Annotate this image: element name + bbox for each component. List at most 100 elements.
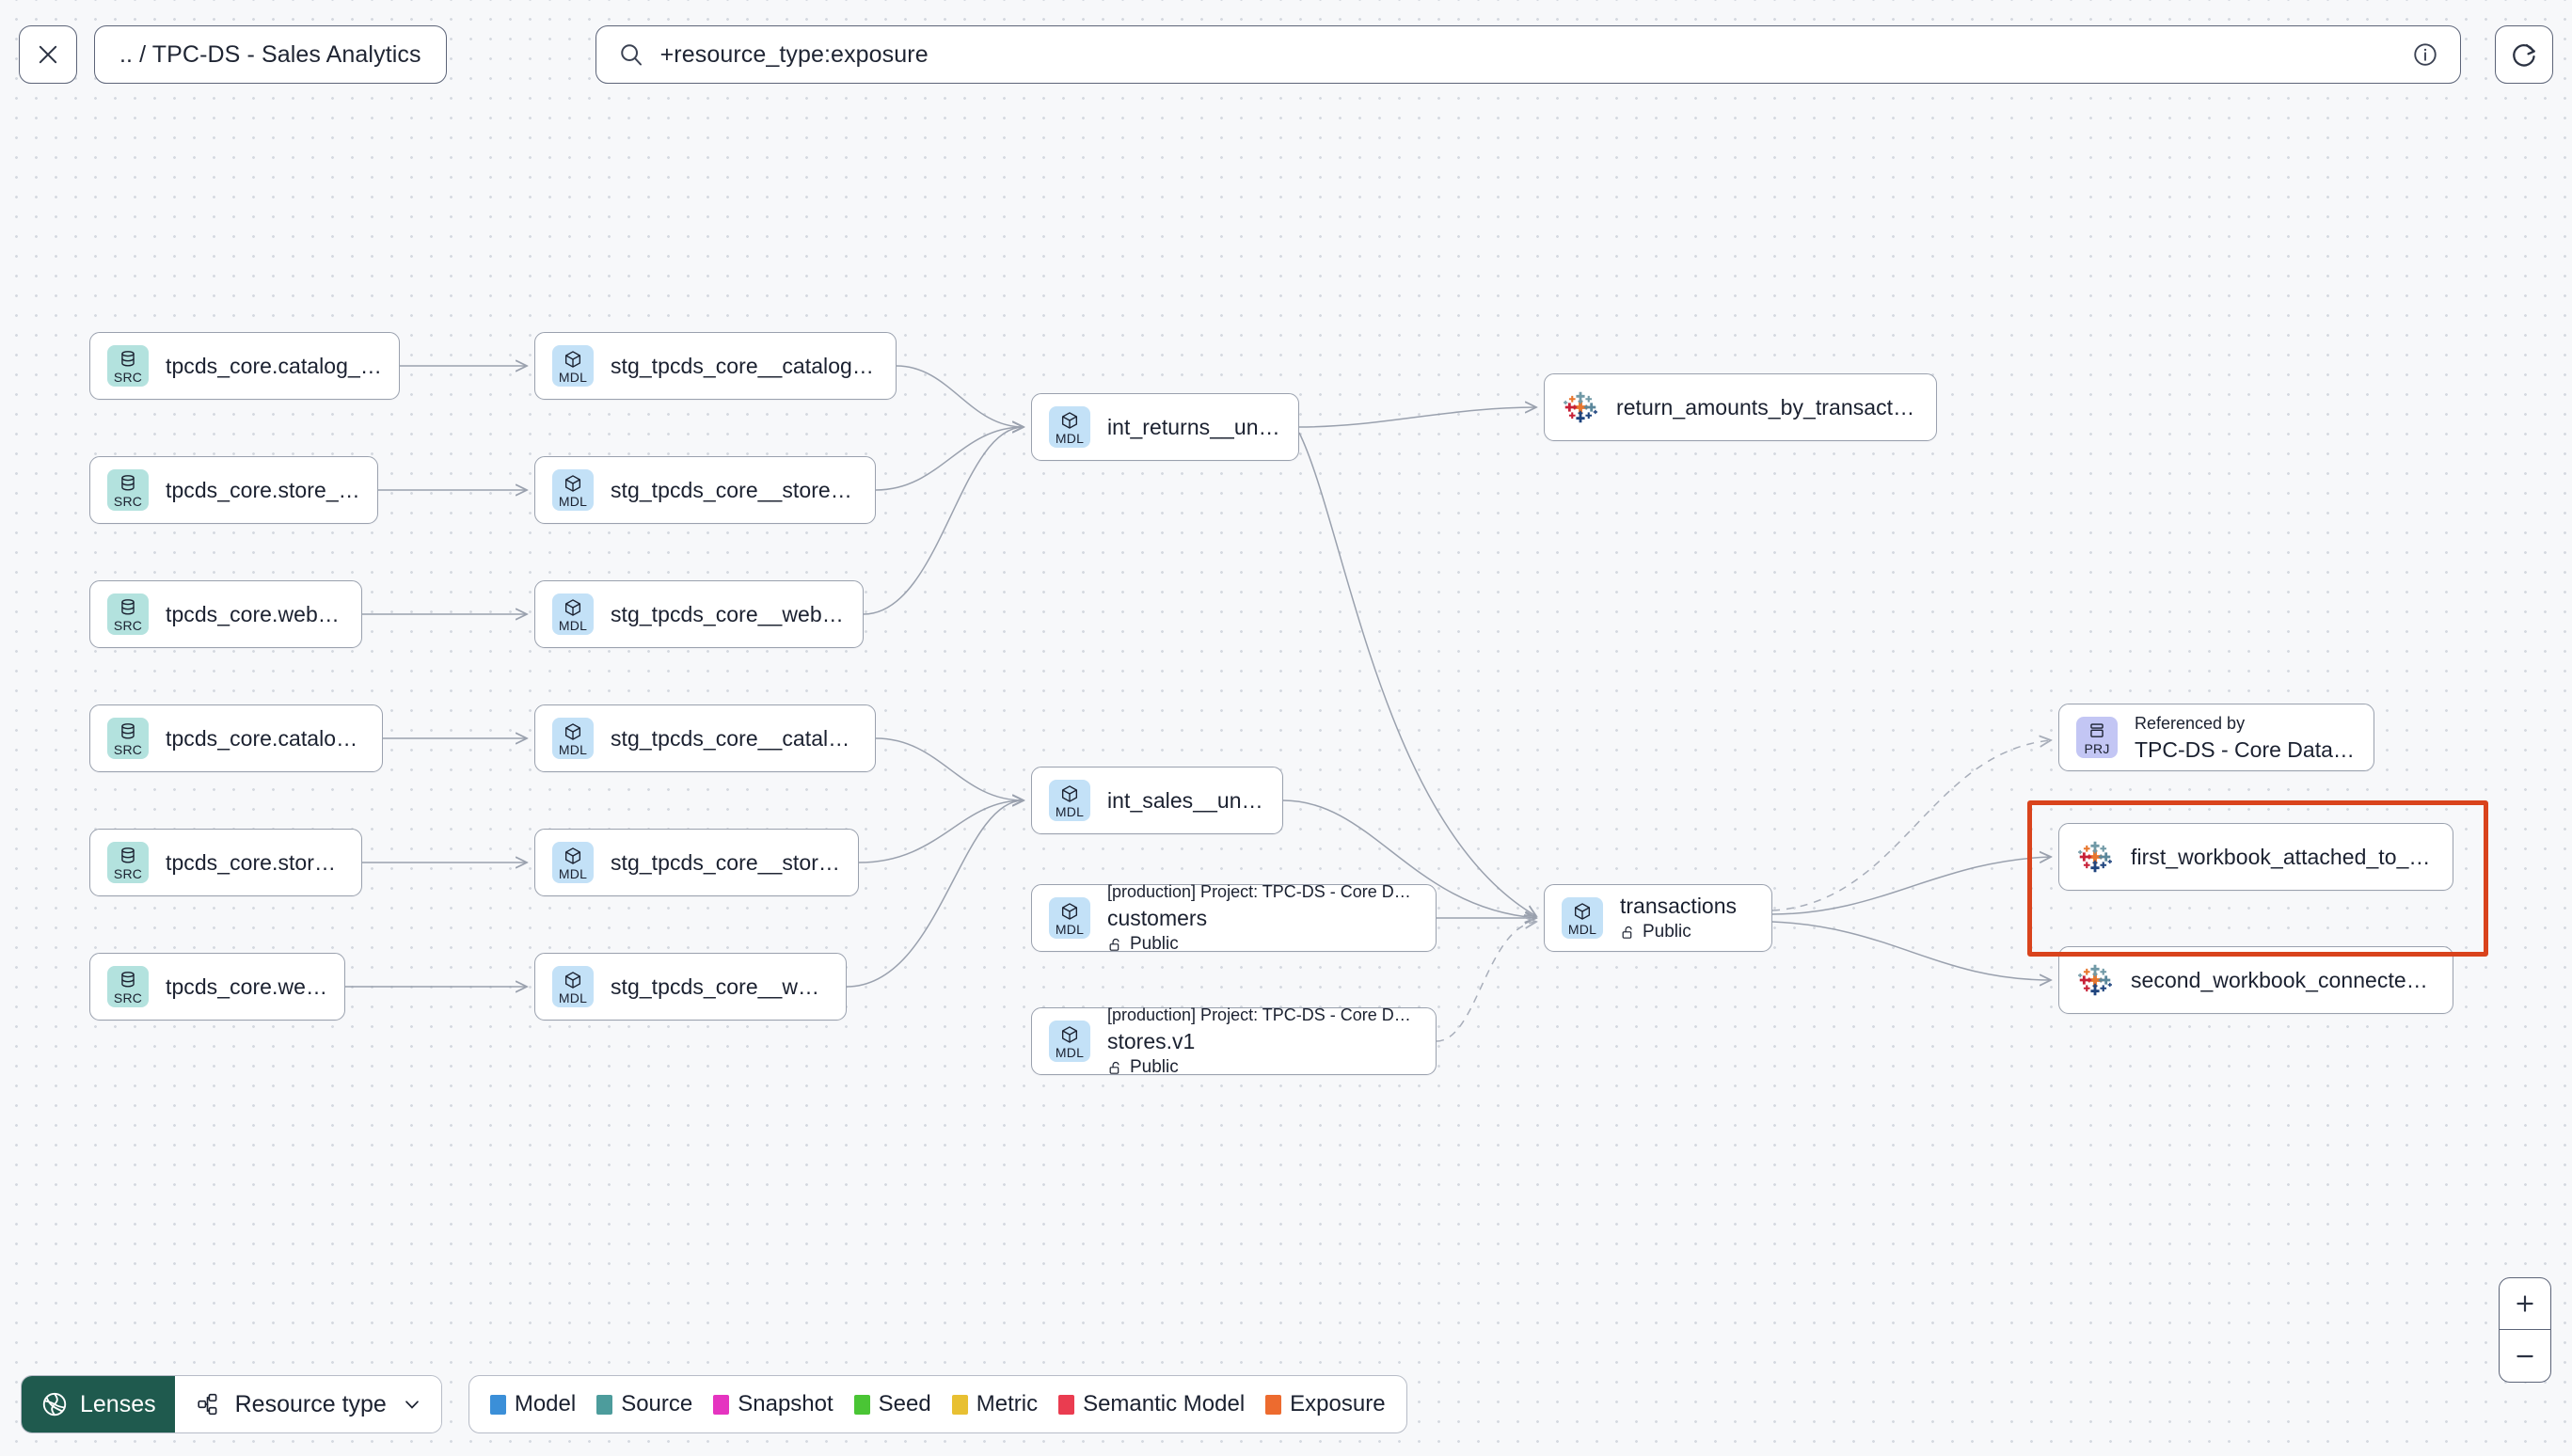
legend-label: Exposure xyxy=(1290,1391,1386,1416)
database-icon xyxy=(121,350,135,366)
model-badge: MDL xyxy=(1049,1021,1090,1062)
search-icon xyxy=(620,44,642,66)
legend-item-semantic-model[interactable]: Semantic Model xyxy=(1058,1391,1245,1417)
graph-node-first_workbook[interactable]: first_workbook_attached_to_tpc-ds_-_… xyxy=(2058,823,2453,891)
graph-node-stg_store_sales[interactable]: MDL stg_tpcds_core__store_sales xyxy=(534,829,859,896)
model-badge: MDL xyxy=(552,966,594,1007)
legend-item-snapshot[interactable]: Snapshot xyxy=(713,1391,834,1417)
close-button[interactable] xyxy=(19,25,77,84)
model-badge: MDL xyxy=(1562,897,1603,939)
legend-item-exposure[interactable]: Exposure xyxy=(1265,1391,1386,1417)
legend-swatch xyxy=(489,1394,506,1415)
model-badge: MDL xyxy=(1049,897,1090,939)
legend-item-seed[interactable]: Seed xyxy=(853,1391,931,1417)
graph-node-stores_v1[interactable]: MDL [production] Project: TPC-DS - Core … xyxy=(1031,1005,1437,1077)
model-badge: MDL xyxy=(552,345,594,387)
search-bar[interactable]: +resource_type:exposure xyxy=(595,25,2461,84)
resource-type-legend: Model Source Snapshot Seed Metric Semant… xyxy=(468,1375,1407,1433)
graph-node-stg_catalog_returns[interactable]: MDL stg_tpcds_core__catalog_returns xyxy=(534,332,897,400)
lenses-label: Lenses xyxy=(80,1390,156,1417)
cube-icon xyxy=(564,350,581,368)
node-label: tpcds_core.catalog_returns xyxy=(166,353,382,378)
node-label: stg_tpcds_core__web_sales xyxy=(611,973,829,999)
zoom-out-button[interactable] xyxy=(2500,1330,2550,1382)
legend-label: Semantic Model xyxy=(1083,1391,1246,1416)
node-label: stg_tpcds_core__store_returns xyxy=(611,477,858,502)
node-label: stg_tpcds_core__catalog_returns xyxy=(611,353,879,378)
cube-icon xyxy=(564,847,581,864)
node-subtitle: Referenced by xyxy=(2135,714,2246,733)
model-badge: MDL xyxy=(1049,780,1090,821)
node-label: return_amounts_by_transaction_type xyxy=(1616,394,1919,419)
node-name: stores.v1 xyxy=(1107,1029,1196,1053)
node-label: tpcds_core.store_sales xyxy=(166,849,344,875)
project-badge: PRJ xyxy=(2076,717,2118,758)
cube-icon xyxy=(564,971,581,989)
node-label: tpcds_core.catalog_sales xyxy=(166,725,365,751)
database-icon xyxy=(121,474,135,490)
unlock-icon xyxy=(1622,926,1632,939)
graph-node-src_web_returns[interactable]: SRC tpcds_core.web_returns xyxy=(89,580,362,648)
source-badge: SRC xyxy=(107,469,149,511)
breadcrumb[interactable]: .. / TPC-DS - Sales Analytics xyxy=(94,25,447,84)
search-input[interactable]: +resource_type:exposure xyxy=(659,40,929,68)
lenses-button[interactable]: Lenses xyxy=(22,1376,175,1432)
zoom-in-button[interactable] xyxy=(2500,1278,2550,1330)
node-label: stg_tpcds_core__catalog_sales xyxy=(611,725,858,751)
graph-node-stg_web_sales[interactable]: MDL stg_tpcds_core__web_sales xyxy=(534,953,847,1021)
legend-item-model[interactable]: Model xyxy=(489,1391,576,1417)
node-visibility-label: Public xyxy=(1130,1057,1179,1077)
legend-label: Metric xyxy=(976,1391,1039,1416)
node-visibility: Public xyxy=(1107,932,1419,957)
legend-label: Source xyxy=(621,1391,693,1416)
graph-node-transactions[interactable]: MDL transactions Public xyxy=(1544,884,1772,952)
legend-label: Snapshot xyxy=(738,1391,834,1416)
source-badge: SRC xyxy=(107,842,149,883)
legend-swatch xyxy=(1058,1394,1075,1415)
graph-node-return_amounts[interactable]: return_amounts_by_transaction_type xyxy=(1544,373,1937,441)
model-badge: MDL xyxy=(552,593,594,635)
node-visibility-label: Public xyxy=(1130,934,1179,954)
source-badge: SRC xyxy=(107,593,149,635)
node-name: TPC-DS - Core Data Models xyxy=(2135,737,2357,762)
resource-type-label: Resource type xyxy=(234,1390,387,1417)
refresh-button[interactable] xyxy=(2495,25,2553,84)
database-icon xyxy=(121,971,135,987)
model-badge: MDL xyxy=(552,842,594,883)
project-icon xyxy=(2090,722,2104,737)
legend-swatch xyxy=(1265,1394,1282,1415)
exposure-highlight-box xyxy=(2027,800,2488,957)
tableau-icon xyxy=(2078,841,2112,873)
cube-icon xyxy=(1061,902,1078,920)
node-body: Referenced by TPC-DS - Core Data Models xyxy=(2135,711,2357,764)
graph-node-customers[interactable]: MDL [production] Project: TPC-DS - Core … xyxy=(1031,882,1437,954)
graph-node-referenced_by_project[interactable]: PRJ Referenced by TPC-DS - Core Data Mod… xyxy=(2058,704,2374,771)
tableau-icon-wrap xyxy=(2076,961,2114,999)
node-label: tpcds_core.web_returns xyxy=(166,601,344,626)
cube-icon xyxy=(1574,902,1591,920)
node-label: int_returns__unioned xyxy=(1107,414,1281,439)
refresh-icon xyxy=(2513,44,2535,67)
database-icon xyxy=(121,722,135,738)
unlock-icon xyxy=(1109,1061,1119,1074)
legend-swatch xyxy=(853,1394,870,1415)
resource-type-select[interactable]: Resource type xyxy=(174,1376,441,1432)
legend-item-source[interactable]: Source xyxy=(596,1391,692,1417)
legend-item-metric[interactable]: Metric xyxy=(951,1391,1039,1417)
cube-icon xyxy=(564,474,581,492)
node-label: stg_tpcds_core__store_sales xyxy=(611,849,841,875)
graph-node-src_store_sales[interactable]: SRC tpcds_core.store_sales xyxy=(89,829,362,896)
graph-node-second_workbook[interactable]: second_workbook_connected_to_live… xyxy=(2058,946,2453,1014)
info-icon[interactable] xyxy=(2411,40,2439,69)
